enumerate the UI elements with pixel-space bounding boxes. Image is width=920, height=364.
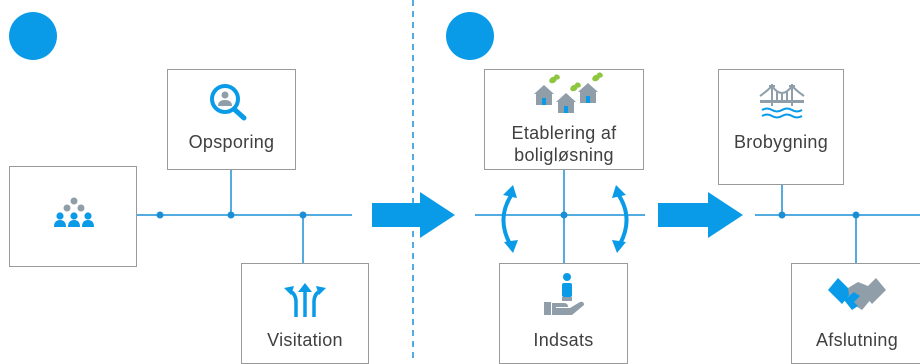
hand-person-icon [544, 273, 584, 315]
node-etablering-label-line2: boligløsning [514, 145, 614, 165]
phase-1-circle [9, 12, 57, 60]
node-population [9, 166, 137, 267]
node-afslutning: Afslutning [791, 263, 920, 364]
flow-arrow-1 [372, 192, 455, 238]
phase-2-circle [446, 12, 494, 60]
cycle-arrow-left [501, 185, 518, 253]
people-group-icon [54, 197, 94, 227]
split-arrows-icon [284, 283, 326, 317]
node-indsats-label: Indsats [533, 330, 594, 350]
node-visitation-label: Visitation [267, 330, 343, 350]
node-indsats: Indsats [499, 263, 628, 364]
node-etablering: Etablering af boligløsning [484, 69, 644, 170]
node-afslutning-label: Afslutning [815, 330, 899, 350]
node-opsporing-label: Opsporing [188, 132, 275, 152]
node-opsporing: Opsporing [167, 69, 296, 170]
magnifier-person-icon [210, 84, 247, 121]
node-brobygning-label: Brobygning [733, 132, 829, 152]
flow-arrow-2 [658, 192, 743, 238]
cycle-arrow-right [612, 185, 629, 253]
timeline-left-nodes [156, 211, 307, 219]
timeline-right-nodes [560, 211, 860, 219]
node-visitation: Visitation [241, 263, 369, 364]
handshake-icon [828, 278, 886, 310]
node-etablering-label-line1: Etablering af [511, 123, 617, 143]
timeline-left [136, 170, 352, 263]
houses-icon [534, 72, 603, 113]
bridge-icon [759, 84, 805, 119]
node-brobygning: Brobygning [718, 69, 844, 185]
